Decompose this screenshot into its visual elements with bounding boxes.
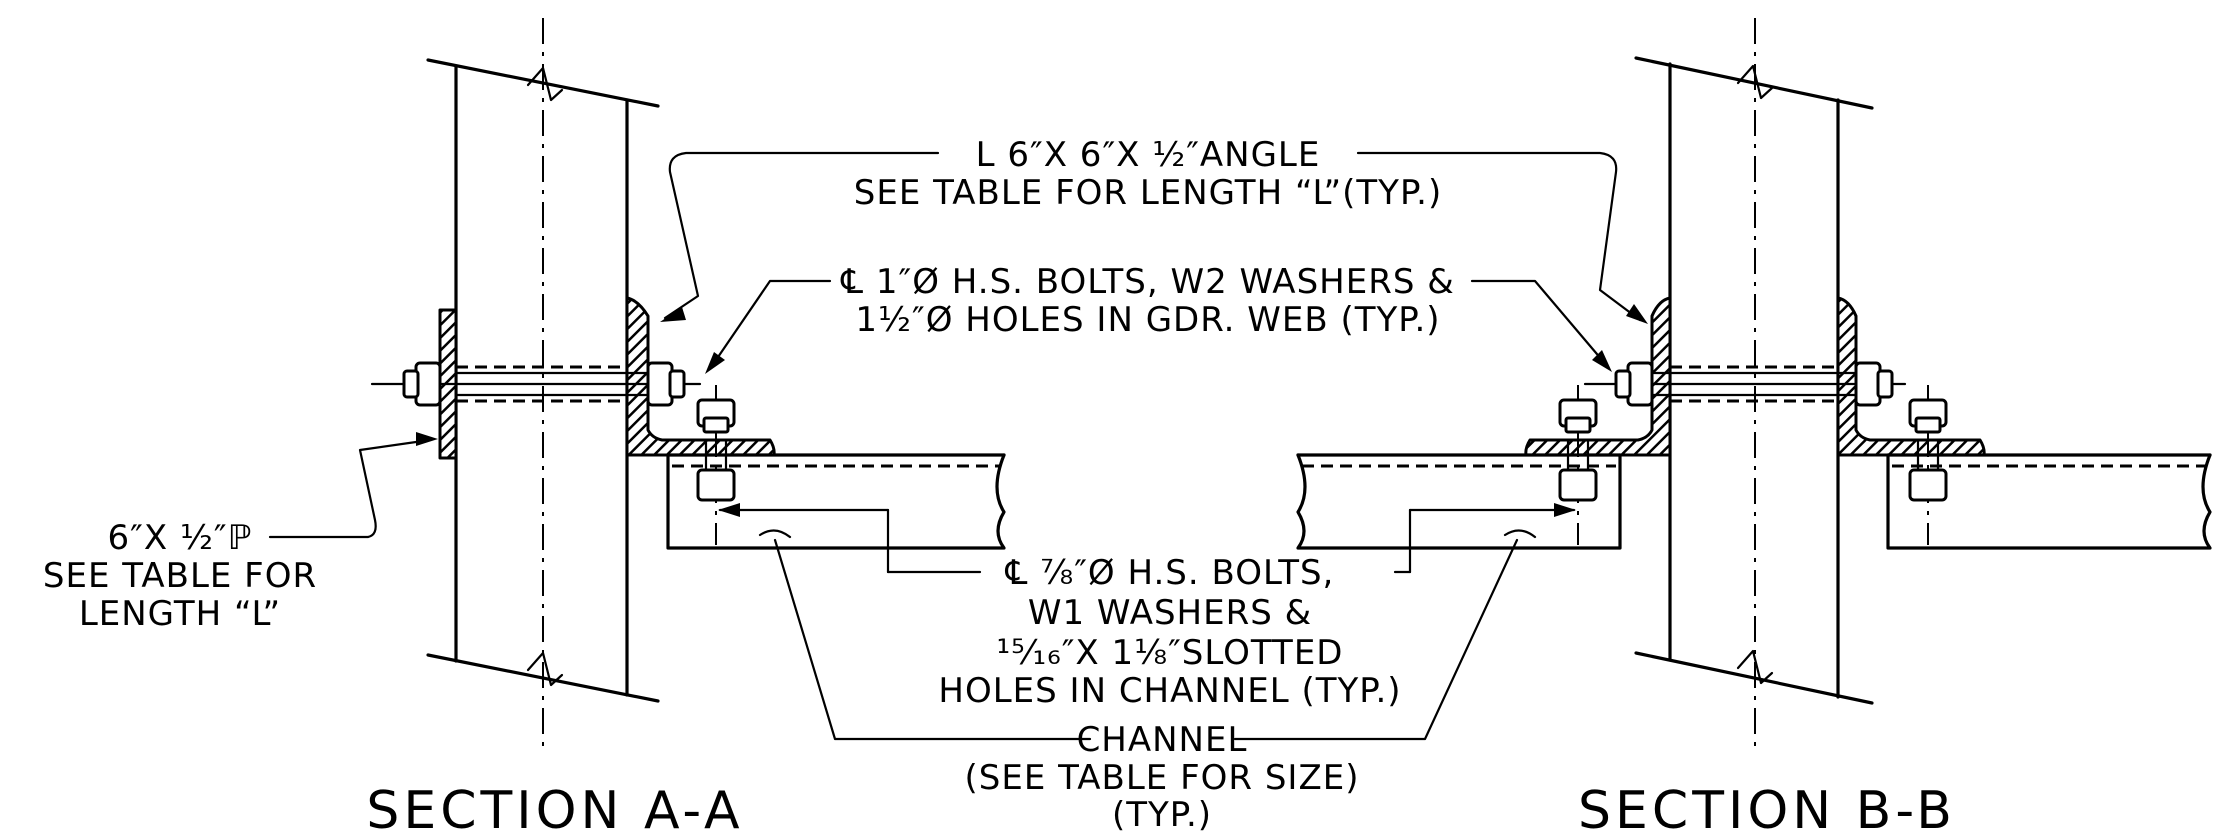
callout-bolts-channel-line4: HOLES IN CHANNEL (TYP.) [938,671,1401,711]
callout-bolts-channel: ℄ ⅞″Ø H.S. BOLTS, W1 WASHERS & ¹⁵⁄₁₆″X 1… [938,553,1401,711]
callout-bolts-channel-line2: W1 WASHERS & [1028,593,1312,633]
callout-angle: L 6″X 6″X ½″ANGLE SEE TABLE FOR LENGTH “… [854,135,1442,213]
section-b-b-title: SECTION B-B [1578,781,1956,838]
callout-channel: CHANNEL (SEE TABLE FOR SIZE) (TYP.) [965,720,1360,835]
callout-plate-line1: 6″X ½″ℙ [108,518,253,558]
section-a-a [268,18,1092,748]
channel-right-b [1886,453,2212,550]
callout-bolts-girder-line2: 1½″Ø HOLES IN GDR. WEB (TYP.) [855,300,1440,340]
bolt-7-8-channel-b-right [1908,385,1948,545]
leader-channel-b [1233,538,1519,741]
callout-bolts-channel-line1: ℄ ⅞″Ø H.S. BOLTS, [1005,553,1335,593]
leader-bolts-girder-b [1470,279,1604,362]
angle-right-b [1836,296,1986,457]
callout-channel-line3: (TYP.) [1112,795,1212,835]
callout-plate-line2: SEE TABLE FOR [43,556,317,596]
bolt-7-8-channel-b-left [1558,385,1598,545]
bolt-1in-girder-a [370,361,702,407]
bolt-1in-girder-b [1583,361,1907,407]
callout-channel-line2: (SEE TABLE FOR SIZE) [965,758,1360,798]
slot-dimension-a [718,503,982,574]
section-a-a-title: SECTION A-A [366,781,743,838]
leader-plate [268,438,432,539]
callout-bolts-girder: ℄ 1″Ø H.S. BOLTS, W2 WASHERS & 1½″Ø HOLE… [840,262,1454,340]
section-b-b [1233,18,2212,748]
leader-angle-a [663,151,940,320]
leader-bolts-girder-a [714,279,832,362]
callout-plate-line3: LENGTH “L” [79,594,281,634]
angle-6x6-half [625,296,776,457]
callout-plate: 6″X ½″ℙ SEE TABLE FOR LENGTH “L” [43,518,317,634]
channel-left-b [1296,453,1622,550]
callout-channel-line1: CHANNEL [1077,720,1248,760]
callout-angle-line1: L 6″X 6″X ½″ANGLE [976,135,1321,175]
callout-angle-line2: SEE TABLE FOR LENGTH “L”(TYP.) [854,173,1442,213]
leader-channel-a [773,538,1092,741]
callout-bolts-girder-line1: ℄ 1″Ø H.S. BOLTS, W2 WASHERS & [840,262,1454,302]
angle-left-b [1524,296,1672,457]
leader-angle-b [1356,151,1642,322]
channel-a [666,453,1006,550]
bolt-7-8-channel-a [696,385,736,545]
slot-dimension-b [1393,503,1576,574]
callout-bolts-channel-line3: ¹⁵⁄₁₆″X 1⅛″SLOTTED [997,633,1344,673]
